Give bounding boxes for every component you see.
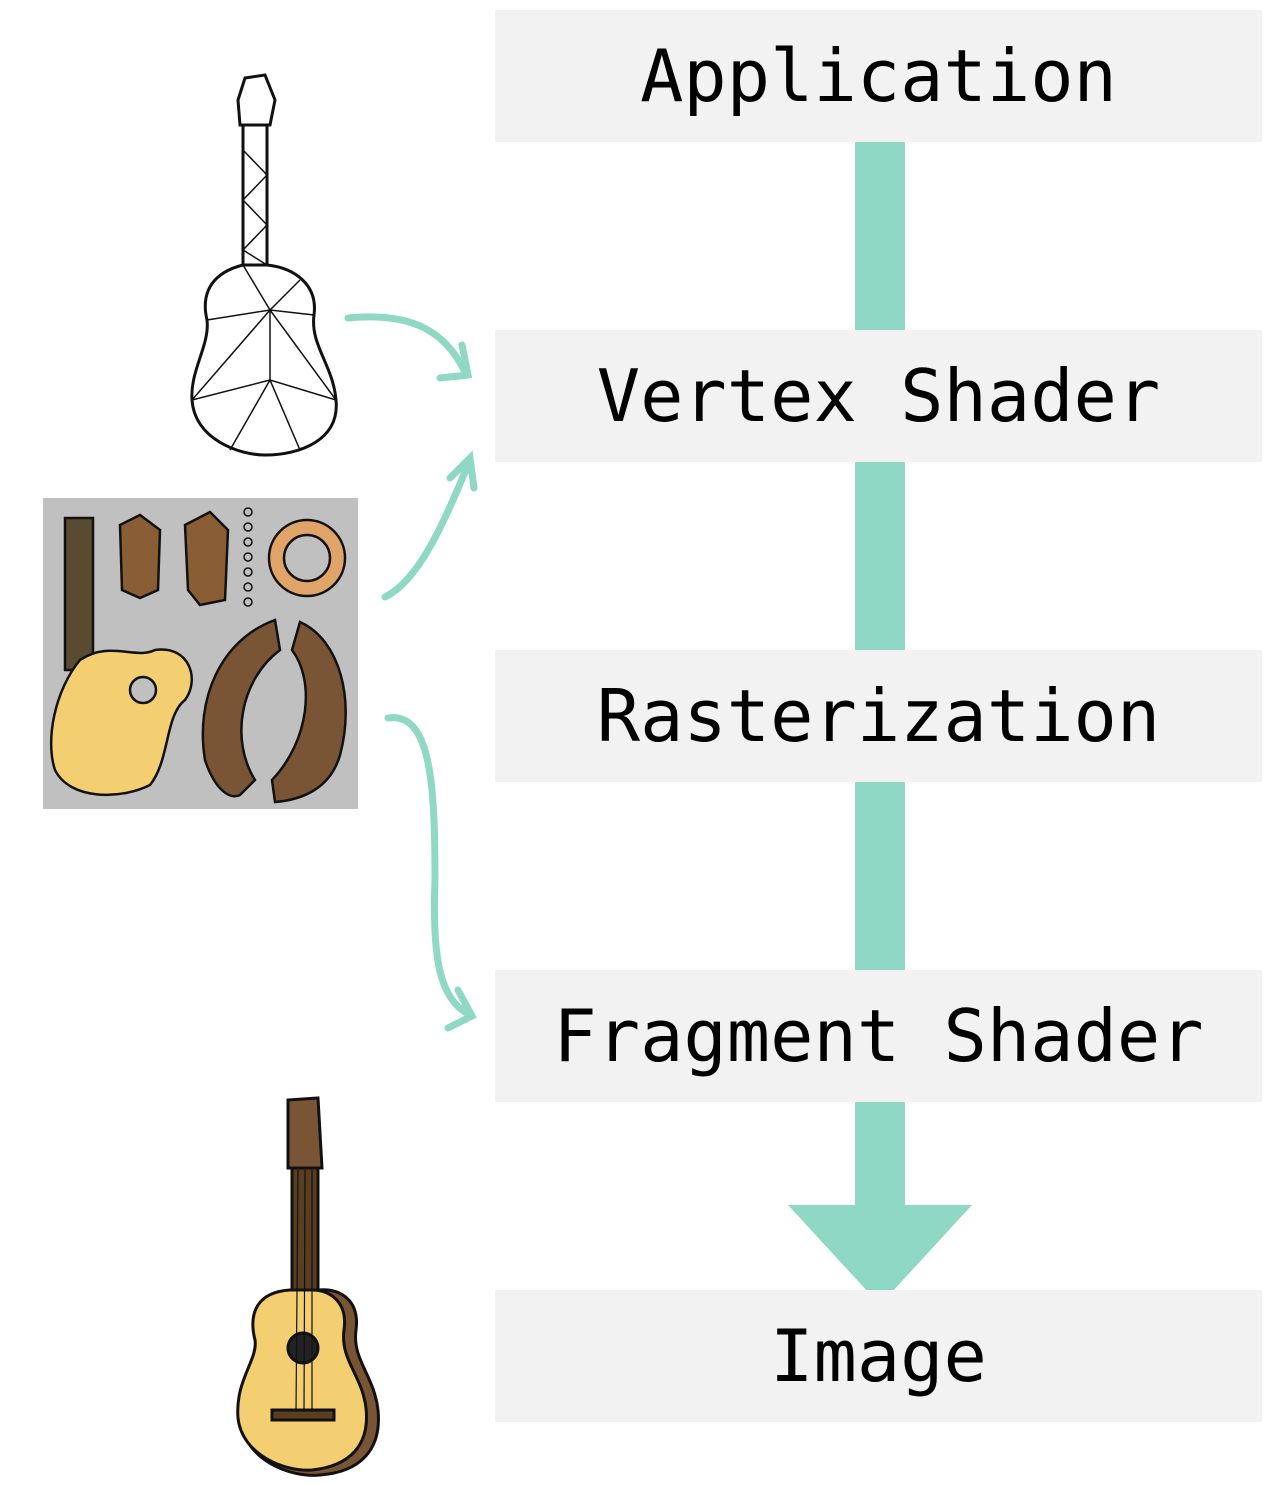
rendered-guitar-icon	[236, 1096, 380, 1477]
stage-label: Vertex Shader	[596, 354, 1161, 438]
stage-fragment-shader: Fragment Shader	[495, 970, 1262, 1102]
stage-label: Image	[770, 1314, 987, 1398]
wireframe-guitar-icon	[190, 73, 338, 457]
flow-arrowhead	[788, 1205, 972, 1305]
stage-image: Image	[495, 1290, 1262, 1422]
uv-texture-map-icon	[43, 498, 358, 809]
stage-label: Rasterization	[596, 674, 1161, 758]
texture-to-vertex-arrow	[381, 450, 478, 601]
stage-label: Application	[640, 34, 1117, 118]
stage-vertex-shader: Vertex Shader	[495, 330, 1262, 462]
stage-rasterization: Rasterization	[495, 650, 1262, 782]
mesh-to-vertex-arrow	[344, 313, 473, 382]
stage-label: Fragment Shader	[553, 994, 1204, 1078]
texture-to-fragment-arrow	[384, 714, 477, 1032]
stage-application: Application	[495, 10, 1262, 142]
